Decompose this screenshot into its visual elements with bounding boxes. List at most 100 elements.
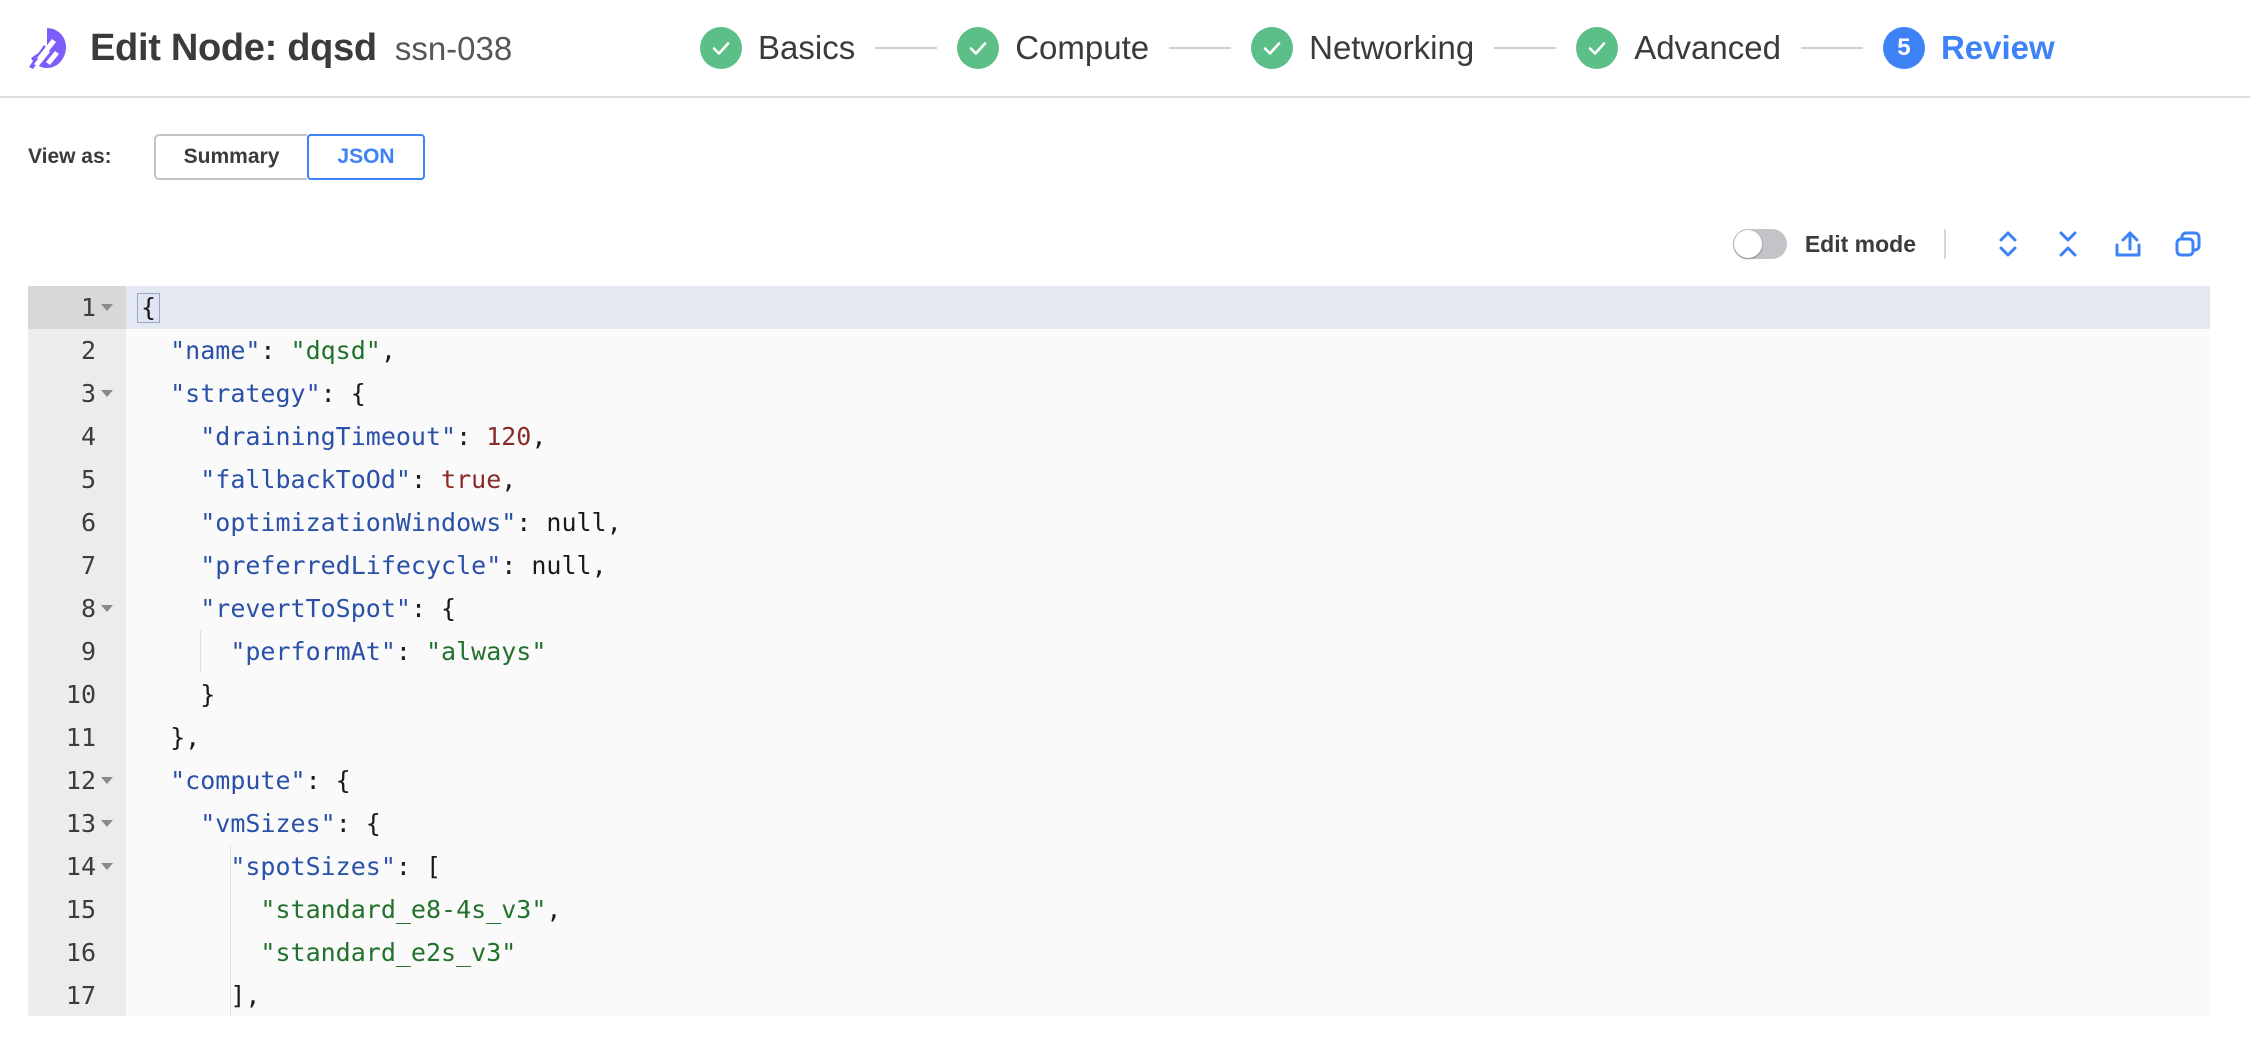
fold-toggle-icon[interactable] [96,777,118,784]
line-number-gutter: 11 [28,716,126,759]
view-as-segmented-control: Summary JSON [153,134,425,180]
expand-all-icon [1995,228,2021,260]
code-token-punct: : [ [395,852,442,881]
code-line-text: }, [126,716,2210,759]
step-number: 5 [1897,34,1911,61]
code-line-text: "compute": { [126,759,2210,802]
line-number-gutter: 15 [28,888,126,931]
code-line-text: "fallbackToOd": true, [126,458,2210,501]
json-code-editor[interactable]: 1{2 "name": "dqsd",3 "strategy": {4 "dra… [28,286,2210,1016]
stepper-step-review[interactable]: 5 Review [1882,27,2055,69]
code-token-key: "name" [170,336,261,365]
code-token-key: "revertToSpot" [200,594,411,623]
line-number-gutter: 9 [28,630,126,673]
fold-toggle-icon[interactable] [96,820,118,827]
stepper-label-advanced: Advanced [1634,29,1781,66]
code-indent [140,725,170,750]
line-number-gutter: 12 [28,759,126,802]
code-token-punct: , [501,465,517,494]
stepper-step-advanced[interactable]: Advanced [1576,27,1781,69]
code-line[interactable]: 7 "preferredLifecycle": null, [28,544,2210,587]
code-token-num: 120 [486,422,532,451]
line-number: 1 [80,293,96,322]
fold-toggle-icon[interactable] [96,863,118,870]
code-line[interactable]: 14 "spotSizes": [ [28,845,2210,888]
line-number: 13 [65,809,96,838]
page-title: Edit Node: dqsd [90,26,377,69]
code-line-text: "performAt": "always" [126,630,2210,673]
code-token-punct: : { [320,379,366,408]
code-indent [140,983,230,1008]
line-number-gutter: 14 [28,845,126,888]
indent-guide [230,845,232,1016]
code-token-punct: : [501,551,532,580]
line-number: 15 [65,895,96,924]
stepper-step-basics[interactable]: Basics [700,27,855,69]
code-indent [140,639,230,664]
code-line[interactable]: 12 "compute": { [28,759,2210,802]
code-line[interactable]: 17 ], [28,974,2210,1016]
line-number-gutter: 7 [28,544,126,587]
stepper-label-basics: Basics [758,29,856,66]
code-token-key: "performAt" [230,637,396,666]
code-token-punct: : [516,508,547,537]
view-as-option-json[interactable]: JSON [307,134,425,180]
fold-toggle-icon[interactable] [96,304,118,311]
code-token-punct: : { [410,594,457,623]
code-line[interactable]: 1{ [28,286,2210,329]
code-line[interactable]: 3 "strategy": { [28,372,2210,415]
code-indent [140,854,230,879]
code-line[interactable]: 8 "revertToSpot": { [28,587,2210,630]
export-button[interactable] [2102,224,2154,264]
code-line[interactable]: 2 "name": "dqsd", [28,329,2210,372]
line-number-gutter: 3 [28,372,126,415]
stepper-label-networking: Networking [1309,29,1475,66]
line-number-gutter: 5 [28,458,126,501]
check-icon [700,27,742,69]
code-line[interactable]: 6 "optimizationWindows": null, [28,501,2210,544]
line-number: 11 [65,723,96,752]
code-token-punct: : [410,465,442,494]
code-indent [140,338,170,363]
line-number: 7 [80,551,96,580]
view-as-option-summary[interactable]: Summary [153,134,308,180]
code-token-punct: , [546,895,562,924]
code-line[interactable]: 9 "performAt": "always" [28,630,2210,673]
edit-mode-toggle[interactable] [1732,229,1787,259]
line-number: 10 [65,680,96,709]
code-indent [140,811,200,836]
fold-toggle-icon[interactable] [96,605,118,612]
code-token-punct: : { [305,766,351,795]
line-number: 4 [80,422,96,451]
code-token-punct: : [456,422,487,451]
code-token-str: "standard_e2s_v3" [260,938,517,967]
code-token-null: null [531,551,592,580]
expand-all-button[interactable] [1982,224,2034,264]
code-line[interactable]: 16 "standard_e2s_v3" [28,931,2210,974]
code-indent [140,467,200,492]
line-number: 5 [80,465,96,494]
collapse-all-button[interactable] [2042,224,2094,264]
code-line[interactable]: 15 "standard_e8-4s_v3", [28,888,2210,931]
line-number: 14 [65,852,96,881]
copy-button[interactable] [2162,224,2214,264]
code-line-text: "drainingTimeout": 120, [126,415,2210,458]
code-token-punct: ], [230,981,261,1010]
code-line[interactable]: 4 "drainingTimeout": 120, [28,415,2210,458]
fold-toggle-icon[interactable] [96,390,118,397]
code-token-punct: , [591,551,607,580]
code-line[interactable]: 10 } [28,673,2210,716]
code-indent [140,381,170,406]
code-line[interactable]: 13 "vmSizes": { [28,802,2210,845]
code-indent [140,596,200,621]
code-line[interactable]: 5 "fallbackToOd": true, [28,458,2210,501]
line-number: 2 [80,336,96,365]
page-subtitle: ssn-038 [394,29,513,67]
code-token-key: "compute" [170,766,306,795]
view-as-row: View as: Summary JSON [0,132,2250,182]
spot-logo-icon [24,25,70,71]
stepper-step-networking[interactable]: Networking [1251,27,1474,69]
export-icon [2112,228,2144,260]
stepper-step-compute[interactable]: Compute [957,27,1149,69]
code-line[interactable]: 11 }, [28,716,2210,759]
